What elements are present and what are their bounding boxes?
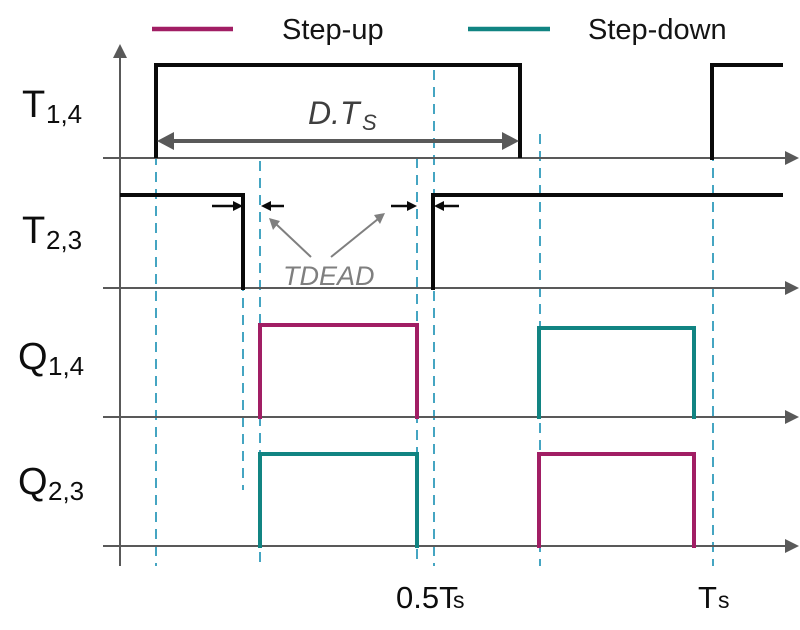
deadtime-arrows-1 (212, 201, 284, 211)
step-down-legend-label: Step-down (588, 14, 727, 46)
q23-stepup-pulse (537, 452, 696, 548)
row-q14 (103, 323, 799, 424)
row-label-main: T (22, 210, 45, 252)
half-period-label-subscript: s (453, 587, 465, 613)
row-label-main: T (22, 84, 45, 126)
y-axis-arrowhead (113, 44, 127, 58)
deadtime-arrowhead-left (261, 201, 271, 211)
duty-span-arrowhead-left (157, 132, 174, 150)
tdead-pointer-left-arrowhead (269, 218, 280, 230)
q14-stepup-pulse (258, 323, 419, 419)
y-axis (113, 44, 127, 566)
step-up-legend-label: Step-up (282, 14, 384, 46)
duty-span-arrow (157, 132, 519, 150)
tdead-pointer-right-line (330, 218, 379, 258)
row-label-subscript: 2,3 (46, 225, 82, 255)
x-axis-labels: 0.5T s T s (396, 580, 730, 615)
t23-axis-arrowhead (785, 281, 799, 295)
row-label-subscript: 1,4 (48, 351, 84, 381)
row-label-t23: T 2,3 (22, 210, 82, 255)
half-period-label: 0.5T (396, 580, 458, 615)
t14-pulse-1 (154, 63, 522, 158)
q14-stepdown-pulse (537, 326, 696, 419)
deadtime-arrowhead-right (407, 201, 417, 211)
deadtime-arrowhead-right (233, 201, 243, 211)
row-label-q23: Q 2,3 (18, 461, 84, 506)
row-label-q14: Q 1,4 (18, 336, 84, 381)
row-label-main: Q (18, 336, 48, 378)
duty-span-arrowhead-right (502, 132, 519, 150)
row-label-subscript: 1,4 (46, 99, 82, 129)
full-period-label: T (698, 580, 717, 615)
row-label-main: Q (18, 461, 48, 503)
t23-segment-1 (120, 193, 245, 290)
tdead-pointer-right-arrowhead (374, 213, 385, 224)
deadtime-arrows-2 (391, 201, 459, 211)
t23-segment-2 (431, 193, 783, 290)
row-q23 (103, 452, 799, 553)
q23-stepdown-pulse (258, 452, 419, 548)
tdead-pointer-left-line (275, 223, 312, 258)
q14-axis-arrowhead (785, 410, 799, 424)
q23-axis-arrowhead (785, 539, 799, 553)
duty-cycle-label-subscript: S (362, 110, 377, 135)
row-t23: TDEAD (103, 193, 799, 295)
row-label-t14: T 1,4 (22, 84, 82, 129)
tdead-pointers (269, 213, 385, 258)
duty-cycle-label: D.T (308, 95, 362, 131)
full-period-label-subscript: s (718, 587, 730, 613)
t14-axis-arrowhead (785, 151, 799, 165)
row-t14: D.T S (103, 63, 799, 165)
row-label-subscript: 2,3 (48, 476, 84, 506)
dead-time-label: TDEAD (283, 261, 375, 291)
deadtime-arrowhead-left (434, 201, 444, 211)
legend: Step-up Step-down (152, 14, 727, 46)
t14-pulse-2 (710, 63, 783, 160)
